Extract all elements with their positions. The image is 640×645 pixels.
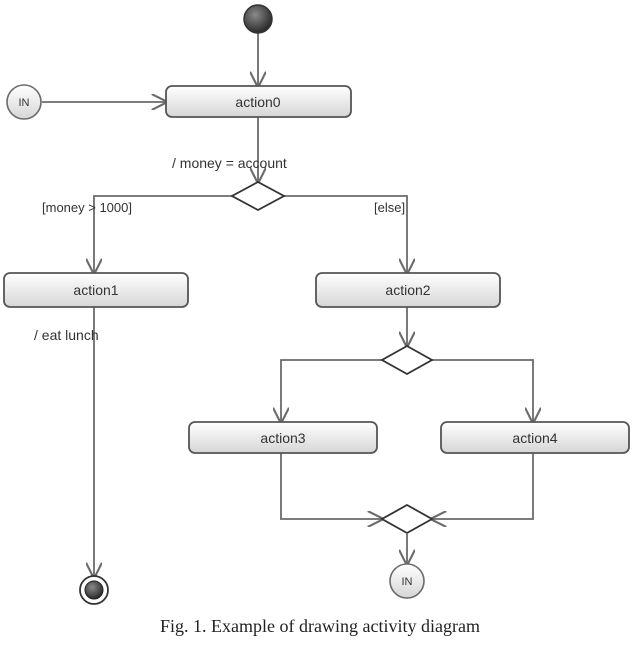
edge-decision-to-action1: [94, 195, 236, 273]
edges: [42, 33, 533, 577]
figure-caption: Fig. 1. Example of drawing activity diag…: [160, 616, 480, 636]
action0-node: action0: [165, 85, 352, 118]
edge-decision2-to-action3: [281, 359, 384, 422]
merge-node: [380, 503, 434, 535]
action1-node: action1: [3, 272, 189, 308]
edge-decision2-to-action4: [430, 359, 533, 422]
in-connector-label: IN: [19, 97, 30, 109]
edge-decision-to-action2: [280, 195, 407, 273]
decision-node: [230, 180, 286, 212]
out-connector-label: IN: [402, 576, 413, 588]
decision2-node: [380, 344, 434, 376]
action2-node: action2: [315, 272, 501, 308]
edge-action3-to-merge: [280, 453, 382, 519]
action2-label: action2: [385, 282, 430, 298]
edge-action4-to-merge: [432, 453, 534, 519]
action0-label: action0: [235, 94, 280, 110]
end-node: [79, 575, 109, 605]
out-connector: IN: [389, 563, 425, 599]
action4-label: action4: [512, 430, 557, 446]
assign-label: / money = account: [172, 155, 287, 171]
guard-right-label: [else]: [374, 200, 405, 215]
action3-node: action3: [188, 421, 378, 454]
guard-left-label: [money > 1000]: [42, 200, 132, 215]
start-node: [243, 4, 273, 34]
in-connector: IN: [6, 84, 42, 120]
action3-label: action3: [260, 430, 305, 446]
action4-node: action4: [440, 421, 630, 454]
eat-lunch-label: / eat lunch: [34, 327, 99, 343]
action1-label: action1: [73, 282, 118, 298]
